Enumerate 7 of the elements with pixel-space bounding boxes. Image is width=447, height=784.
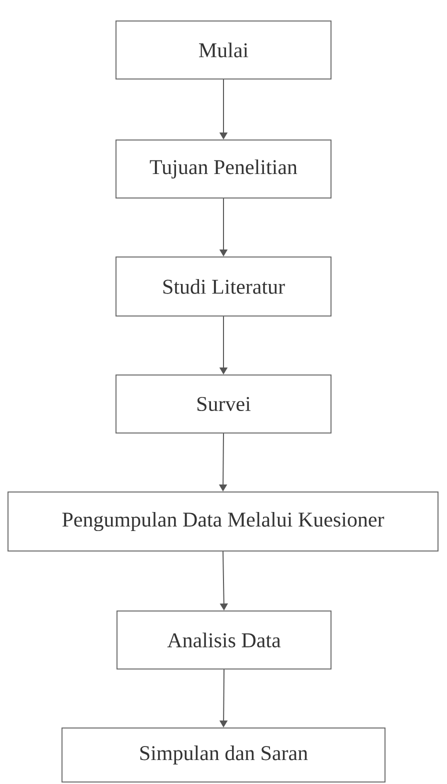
process-box: Simpulan dan Saran (62, 728, 386, 782)
process-box: Survei (116, 374, 332, 434)
process-box: Pengumpulan Data Melalui Kuesioner (8, 492, 438, 552)
process-box: Analisis Data (116, 610, 332, 670)
process-box: Studi Literatur (116, 256, 332, 316)
process-box: Tujuan Penelitian (116, 140, 332, 198)
process-box: Mulai (116, 20, 332, 80)
